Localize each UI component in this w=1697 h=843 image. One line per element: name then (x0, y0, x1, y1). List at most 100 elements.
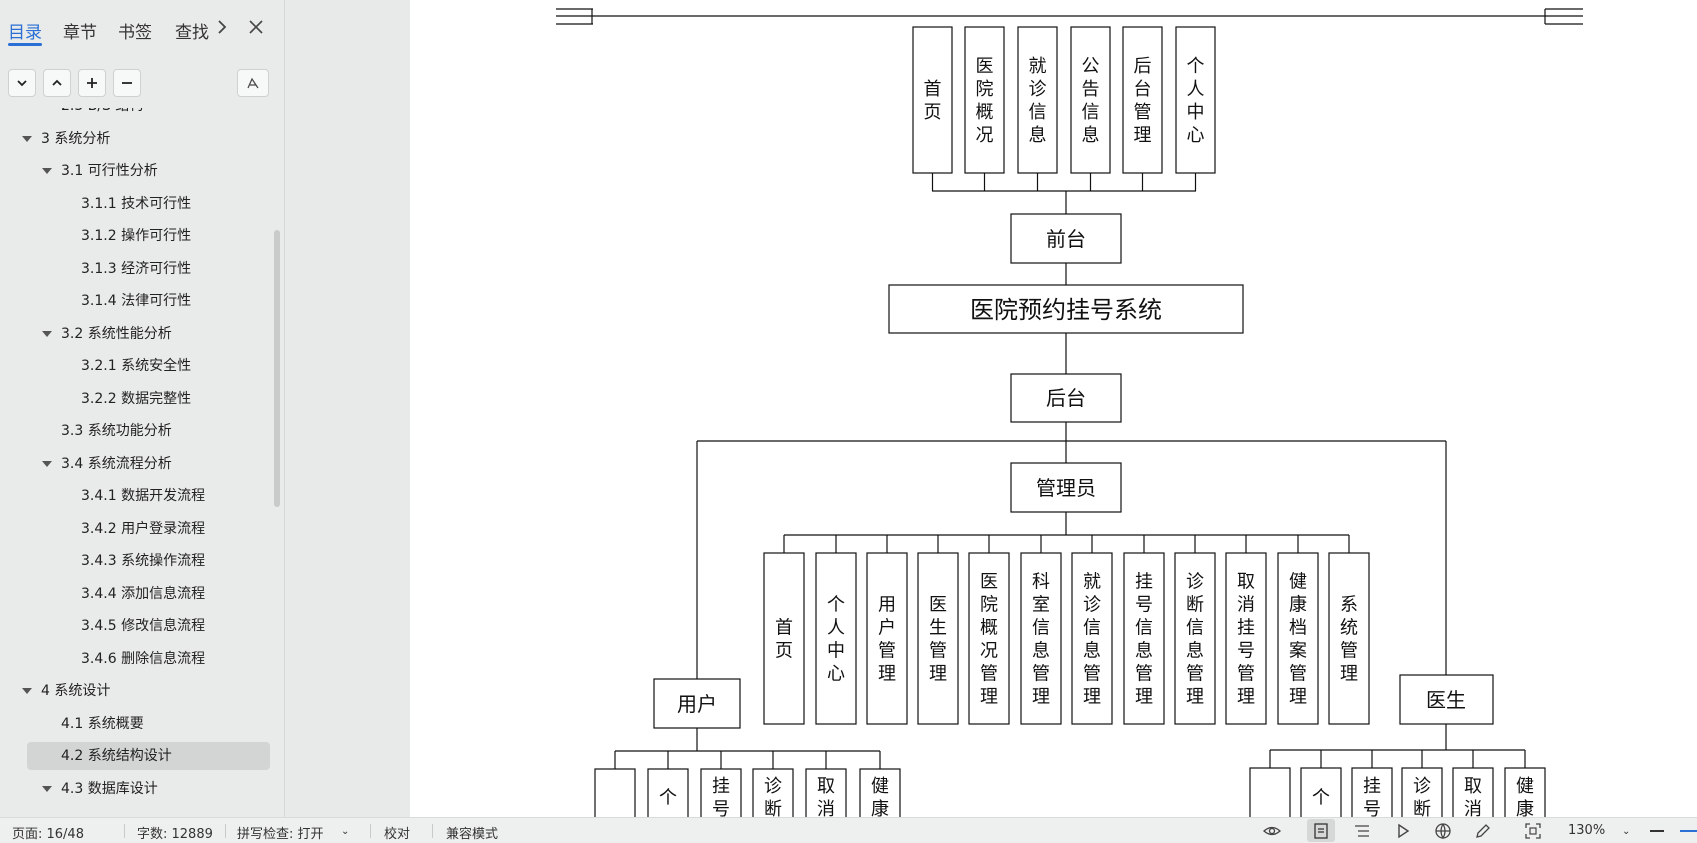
collapse-up-button[interactable] (43, 69, 71, 97)
toc-item[interactable]: 3.4.2 用户登录流程 (0, 514, 275, 544)
toc-item[interactable]: 4.3 数据库设计 (0, 774, 275, 804)
globe-icon[interactable] (1433, 821, 1453, 841)
spell-check-toggle[interactable]: 拼写检查: 打开 (237, 827, 324, 842)
expand-arrow-icon[interactable] (42, 785, 52, 792)
admin-module-box (917, 552, 959, 725)
expand-arrow-icon[interactable] (42, 330, 52, 337)
zoom-out-icon[interactable] (1650, 830, 1664, 832)
admin-module-box (763, 552, 805, 725)
divider (124, 824, 125, 838)
tab-find[interactable]: 查找 (175, 23, 209, 43)
zoom-slider[interactable] (1680, 830, 1697, 832)
toc-item-label: 3.4.3 系统操作流程 (81, 553, 206, 569)
divider (370, 824, 371, 838)
admin-module-box (1328, 552, 1370, 725)
tab-chapter[interactable]: 章节 (63, 23, 97, 43)
toc-item[interactable]: 3.1.3 经济可行性 (0, 254, 275, 284)
chevron-down-icon[interactable]: ⌄ (1622, 826, 1631, 837)
minus-icon (122, 82, 132, 84)
doctor-module-box (1452, 767, 1494, 817)
pen-icon[interactable] (1473, 821, 1493, 841)
toc-item[interactable]: 4 系统设计 (0, 676, 275, 706)
zoom-level[interactable]: 130% (1568, 823, 1606, 838)
toc-item-label: 3.4.5 修改信息流程 (81, 618, 206, 634)
toc-item[interactable]: 3.4 系统流程分析 (0, 449, 275, 479)
collapse-down-button[interactable] (8, 69, 36, 97)
fit-page-icon[interactable] (1523, 821, 1543, 841)
admin-module-label: 挂号信息管理 (1135, 571, 1153, 707)
close-icon[interactable] (247, 16, 265, 44)
toc-item[interactable]: 3.4.6 删除信息流程 (0, 644, 275, 674)
page-view-icon[interactable] (1311, 821, 1331, 841)
front-module-label: 就诊信息 (1029, 56, 1047, 146)
admin-module-label: 医生管理 (929, 594, 947, 684)
admin-module-box (1225, 552, 1267, 725)
admin-module-label: 健康档案管理 (1289, 571, 1307, 707)
admin-node-label: 管理员 (1036, 476, 1096, 500)
toc-item[interactable]: 3.2.1 系统安全性 (0, 351, 275, 381)
toc-item-label: 4.3 数据库设计 (61, 780, 158, 797)
toc-sidebar: 目录 章节 书签 查找 2.3 B/S 结构 3 系统分析 3.1 可行性分析 3.1… (0, 0, 285, 817)
toc-item[interactable]: 3.4.1 数据开发流程 (0, 481, 275, 511)
expand-all-button[interactable] (78, 69, 106, 97)
doctor-module-label: 取消 (1464, 776, 1482, 817)
toc-item-label: 3.1 可行性分析 (61, 163, 158, 179)
play-icon[interactable] (1393, 821, 1413, 841)
toc-item[interactable]: 4.2 系统结构设计 (0, 741, 275, 771)
admin-module-box (815, 552, 857, 725)
toc-item[interactable]: 3.1.2 操作可行性 (0, 221, 275, 251)
divider (432, 824, 433, 838)
admin-module-label: 医院概况管理 (980, 571, 998, 707)
word-count[interactable]: 字数: 12889 (137, 827, 213, 842)
front-node-box (1010, 213, 1122, 264)
toc-item[interactable]: 3.4.5 修改信息流程 (0, 611, 275, 641)
expand-arrow-icon[interactable] (42, 168, 52, 174)
outline-style-icon (247, 77, 259, 89)
user-module-box (752, 768, 794, 817)
toc-item[interactable]: 3.1.1 技术可行性 (0, 189, 275, 219)
expand-arrow-icon[interactable] (22, 135, 32, 142)
user-node-label: 用户 (677, 692, 717, 716)
expand-arrow-icon[interactable] (22, 688, 32, 694)
toc-item[interactable]: 3.3 系统功能分析 (0, 416, 275, 446)
toc-item-label: 2.3 B/S 结构 (61, 108, 143, 121)
proofread-button[interactable]: 校对 (384, 827, 411, 842)
doctor-module-box (1504, 767, 1546, 817)
admin-module-box (1123, 552, 1165, 725)
toc-item[interactable]: 3 系统分析 (0, 124, 275, 154)
toc-item-label: 3.2.1 系统安全性 (81, 358, 192, 374)
front-module-box (1017, 26, 1058, 174)
admin-module-label: 取消挂号管理 (1237, 571, 1255, 707)
collapse-all-button[interactable] (113, 69, 141, 97)
toc-item-label: 3.2 系统性能分析 (61, 325, 172, 342)
toc-item[interactable]: 3.1 可行性分析 (0, 156, 275, 186)
toc-item-label: 3.1.4 法律可行性 (81, 293, 192, 309)
tab-bookmark[interactable]: 书签 (118, 23, 152, 43)
toc-item[interactable]: 3.4.3 系统操作流程 (0, 546, 275, 576)
outline-view-icon[interactable] (1352, 821, 1372, 841)
user-module-label: 个 (659, 787, 677, 808)
page-indicator[interactable]: 页面: 16/48 (12, 827, 84, 842)
toc-scrollbar[interactable] (274, 230, 280, 507)
toc-item[interactable]: 4.1 系统概要 (0, 709, 275, 739)
toc-style-button[interactable] (237, 69, 269, 97)
user-node-box (653, 678, 741, 729)
active-tab-indicator (8, 43, 42, 46)
user-module-label: 健康 (871, 776, 889, 817)
doctor-module-label: 健康 (1516, 776, 1534, 817)
tab-toc[interactable]: 目录 (8, 23, 42, 43)
toc-item-label: 3.4.2 用户登录流程 (81, 520, 206, 537)
eye-icon[interactable] (1262, 821, 1282, 841)
admin-module-label: 就诊信息管理 (1083, 571, 1101, 707)
chevron-down-icon[interactable]: ⌄ (341, 826, 350, 837)
toc-item[interactable]: 3.4.4 添加信息流程 (0, 579, 275, 609)
toc-item[interactable]: 3.1.4 法律可行性 (0, 286, 275, 316)
admin-module-label: 个人中心 (827, 594, 845, 684)
toc-item[interactable]: 2.3 B/S 结构 (0, 108, 275, 121)
admin-module-box (1277, 552, 1319, 725)
chevron-right-icon[interactable] (214, 16, 230, 44)
toc-item[interactable]: 3.2 系统性能分析 (0, 319, 275, 349)
expand-arrow-icon[interactable] (42, 460, 52, 467)
toc-item[interactable]: 3.2.2 数据完整性 (0, 384, 275, 414)
